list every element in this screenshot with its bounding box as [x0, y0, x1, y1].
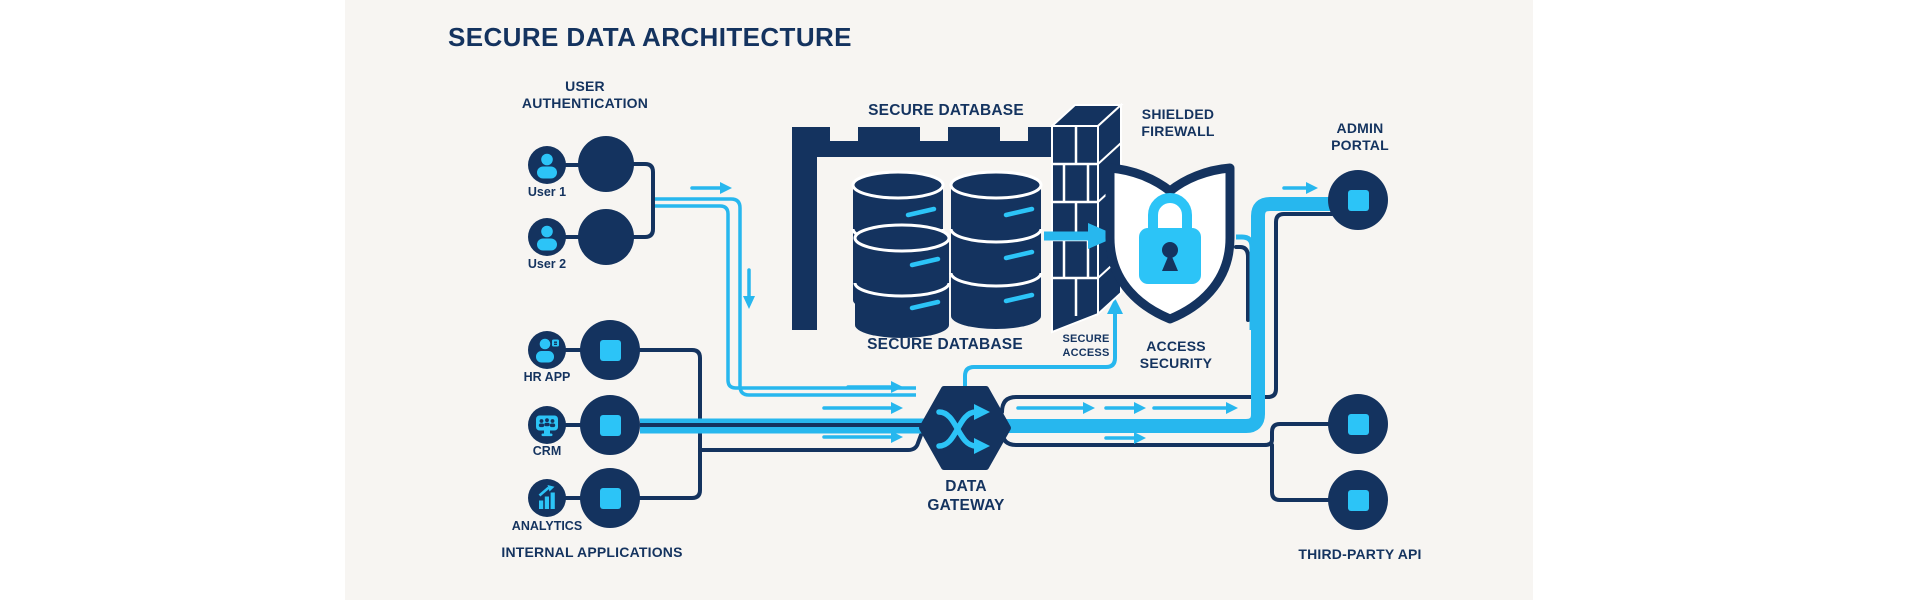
- database-fortress: [792, 127, 1058, 330]
- third-party-node-2: [1328, 470, 1388, 530]
- employee-icon: [536, 338, 559, 363]
- third-party-api-label: THIRD-PARTY API: [1298, 546, 1422, 562]
- user2-node: [528, 218, 566, 256]
- hr-app-service-node: [580, 320, 640, 380]
- shuffle-icon: [936, 404, 990, 454]
- service-square: [599, 339, 621, 361]
- padlock-icon: [1139, 193, 1201, 284]
- internal-apps-label: INTERNAL APPLICATIONS: [501, 544, 683, 560]
- secure-access-label: SECURE ACCESS: [1062, 333, 1110, 359]
- user2-auth-node: [578, 209, 634, 265]
- secure-database-bottom-label: SECURE DATABASE: [867, 336, 1023, 353]
- access-security-label: ACCESS SECURITY: [1139, 338, 1213, 372]
- data-gateway-node: [919, 386, 1011, 470]
- admin-portal-label: ADMIN PORTAL: [1331, 120, 1389, 154]
- user1-label: User 1: [527, 185, 567, 199]
- user1-node: [528, 146, 566, 184]
- analytics-service-node: [580, 468, 640, 528]
- user1-auth-node: [578, 136, 634, 192]
- hr-app-node: [528, 331, 566, 369]
- team-chat-icon: [536, 415, 558, 437]
- flow-arrows: [690, 182, 1318, 444]
- cyan-flows: [640, 197, 1332, 434]
- crm-service-node: [580, 395, 640, 455]
- crm-node: [528, 406, 566, 444]
- service-square: [1347, 189, 1369, 211]
- analytics-node: [528, 479, 566, 517]
- crm-label: CRM: [532, 444, 562, 458]
- user2-label: User 2: [527, 257, 567, 271]
- shield-icon: [1105, 163, 1235, 324]
- service-square: [599, 414, 621, 436]
- service-square: [1347, 413, 1369, 435]
- shielded-firewall-label: SHIELDED FIREWALL: [1141, 106, 1215, 140]
- service-square: [599, 487, 621, 509]
- bar-chart-icon: [538, 485, 555, 509]
- hr-app-label: HR APP: [523, 370, 571, 384]
- analytics-label: ANALYTICS: [511, 519, 583, 533]
- user-auth-label: USER AUTHENTICATION: [521, 78, 649, 112]
- secure-database-top-label: SECURE DATABASE: [868, 102, 1024, 119]
- db-to-wall-arrow: [1044, 223, 1118, 249]
- admin-portal-node: [1328, 170, 1388, 230]
- service-square: [1347, 489, 1369, 511]
- page-title: SECURE DATA ARCHITECTURE: [448, 22, 852, 52]
- third-party-node-1: [1328, 394, 1388, 454]
- user-icon: [537, 225, 557, 251]
- data-gateway-label: DATA GATEWAY: [927, 478, 1005, 514]
- user-icon: [537, 153, 557, 179]
- database-cylinders-icon: [851, 170, 1043, 338]
